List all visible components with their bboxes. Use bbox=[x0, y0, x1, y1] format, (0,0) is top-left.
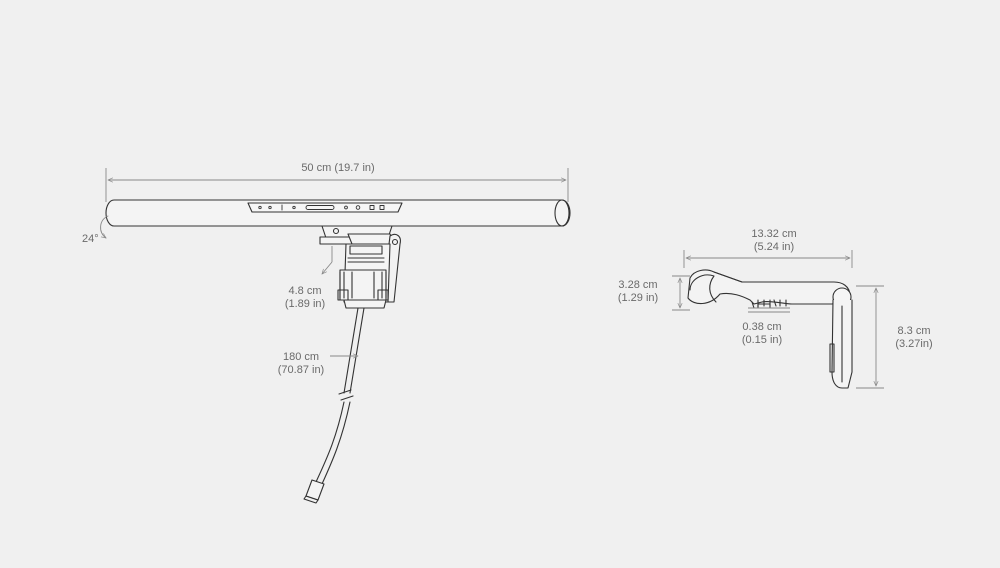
front-dimension-lines bbox=[105, 168, 569, 356]
button-dot-icon bbox=[344, 205, 348, 210]
button-dot-icon bbox=[258, 205, 262, 210]
side-view bbox=[687, 269, 853, 389]
button-dot-icon bbox=[292, 205, 296, 210]
head-height-label: 3.28 cm (1.29 in) bbox=[617, 279, 659, 304]
side-width-label: 13.32 cm (5.24 in) bbox=[751, 228, 797, 253]
clip-height-label: 8.3 cm (3.27in) bbox=[895, 325, 933, 350]
side-dimension-lines bbox=[672, 250, 884, 389]
lip-height-label: 0.38 cm (0.15 in) bbox=[741, 321, 783, 346]
button-square-icon bbox=[369, 205, 375, 210]
button-dot-icon bbox=[268, 205, 272, 210]
bar-length-label: 50 cm (19.7 in) bbox=[301, 162, 375, 174]
usb-cable bbox=[303, 307, 365, 504]
tilt-arrow-icon bbox=[100, 215, 109, 238]
cable-length-label: 180 cm (70.87 in) bbox=[277, 351, 325, 376]
front-view bbox=[100, 199, 571, 504]
button-ring-icon bbox=[355, 205, 361, 210]
button-square-icon bbox=[379, 205, 385, 210]
control-buttons bbox=[258, 204, 385, 211]
touch-slider bbox=[305, 205, 335, 210]
clamp-depth-label: 4.8 cm (1.89 in) bbox=[284, 285, 326, 310]
hinge-block bbox=[337, 269, 389, 309]
tilt-angle-label: 24° bbox=[82, 233, 99, 245]
light-bar bbox=[105, 199, 571, 227]
